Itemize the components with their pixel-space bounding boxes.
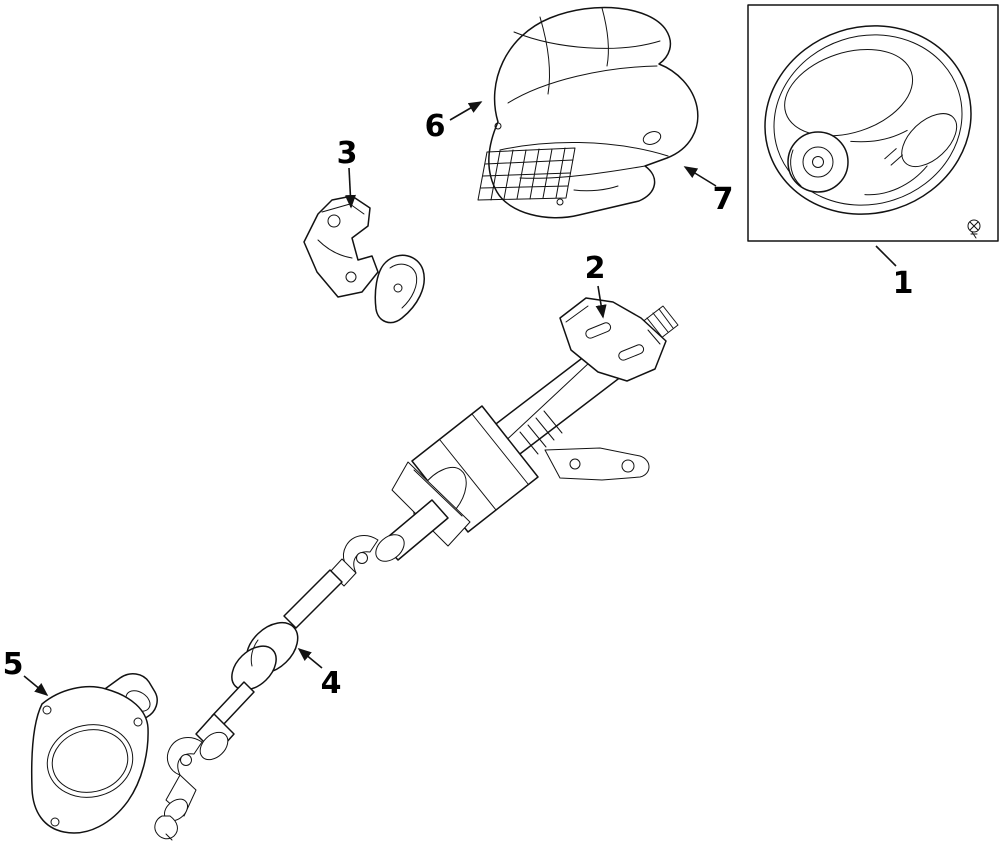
upper-column-cover-outline [488,6,699,219]
part-column-covers [477,6,699,219]
leader-2 [595,285,607,319]
callout-6: 6 [425,109,446,144]
callout-7: 7 [713,182,734,217]
leader-5 [23,675,49,697]
part-steering-column [329,297,679,587]
part-intermediate-shaft [154,569,343,841]
leader-4 [297,647,323,669]
part-column-hole-cover [30,673,158,834]
callout-labels: 1 2 3 4 5 6 7 [3,109,914,701]
callout-3: 3 [337,136,358,171]
callout-2: 2 [585,251,606,286]
leader-6 [449,101,483,121]
leader-7 [683,166,717,187]
leader-lines [23,101,897,697]
part-mounting-bracket [303,195,425,324]
callout-1: 1 [893,266,914,301]
upper-bracket [559,297,667,382]
shaft-boot [231,621,299,691]
screw-icon [967,219,981,239]
detail-box [747,4,999,242]
callout-5: 5 [3,647,24,682]
leader-1 [875,245,897,267]
callout-4: 4 [321,666,342,701]
lower-u-joint [154,713,235,841]
leader-3 [344,167,356,209]
vent-grid [477,147,576,201]
steering-wheel-hub [787,131,849,193]
part-steering-wheel [747,4,999,242]
lower-bracket [544,447,650,481]
